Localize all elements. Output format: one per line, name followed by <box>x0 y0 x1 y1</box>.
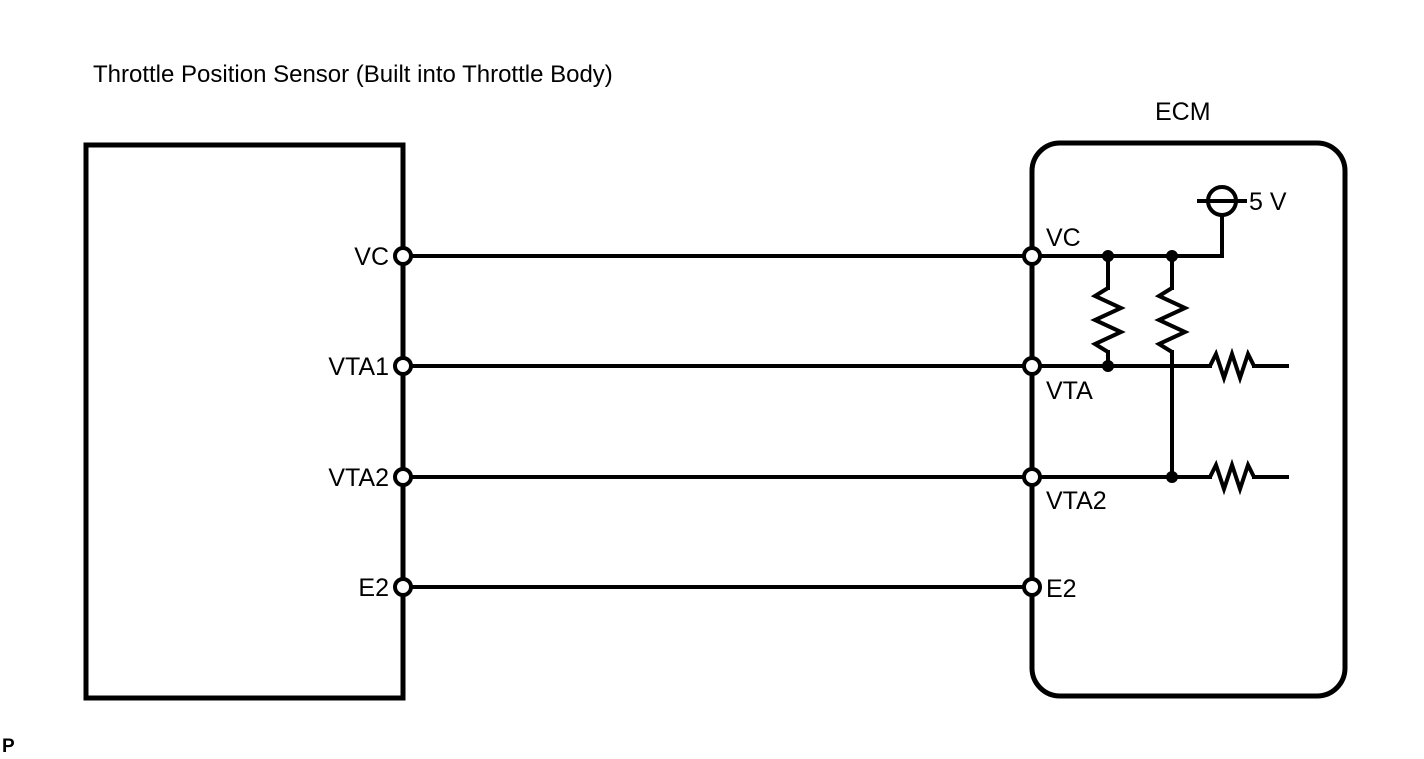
junction-dot-vta <box>1102 360 1114 372</box>
pullup-resistor-vta <box>1090 286 1126 354</box>
ecm-terminal-label-vta: VTA <box>1046 377 1093 405</box>
series-resistor-vta <box>1208 347 1256 385</box>
sensor-terminal-e2[interactable] <box>393 577 413 597</box>
sensor-terminal-vc[interactable] <box>393 246 413 266</box>
ecm-terminal-label-vta2: VTA2 <box>1046 487 1107 515</box>
junction-dot-vc-right <box>1166 250 1178 262</box>
ecm-terminal-e2[interactable] <box>1022 577 1042 597</box>
series-resistor-vta2 <box>1208 458 1256 496</box>
sensor-terminal-vta2[interactable] <box>393 467 413 487</box>
sensor-terminal-vta1[interactable] <box>393 356 413 376</box>
ecm-block-label: ECM <box>1155 98 1211 126</box>
ecm-terminal-label-e2: E2 <box>1046 575 1077 603</box>
pullup-resistor-vta2 <box>1154 286 1190 354</box>
junction-dot-vc-left <box>1102 250 1114 262</box>
sensor-terminal-label-vc: VC <box>354 243 389 271</box>
sensor-terminal-label-vta1: VTA1 <box>328 353 389 381</box>
junction-dot-vta2 <box>1166 471 1178 483</box>
ecm-terminal-vc[interactable] <box>1022 246 1042 266</box>
ecm-terminal-label-vc: VC <box>1046 224 1081 252</box>
ecm-terminal-vta[interactable] <box>1022 356 1042 376</box>
page-title: Throttle Position Sensor (Built into Thr… <box>93 61 613 88</box>
power-source-label: 5 V <box>1249 188 1287 216</box>
sensor-terminal-label-vta2: VTA2 <box>328 464 389 492</box>
corner-marker: P <box>2 736 15 757</box>
throttle-position-sensor-block <box>83 142 406 701</box>
sensor-terminal-label-e2: E2 <box>358 574 389 602</box>
ecm-terminal-vta2[interactable] <box>1022 467 1042 487</box>
